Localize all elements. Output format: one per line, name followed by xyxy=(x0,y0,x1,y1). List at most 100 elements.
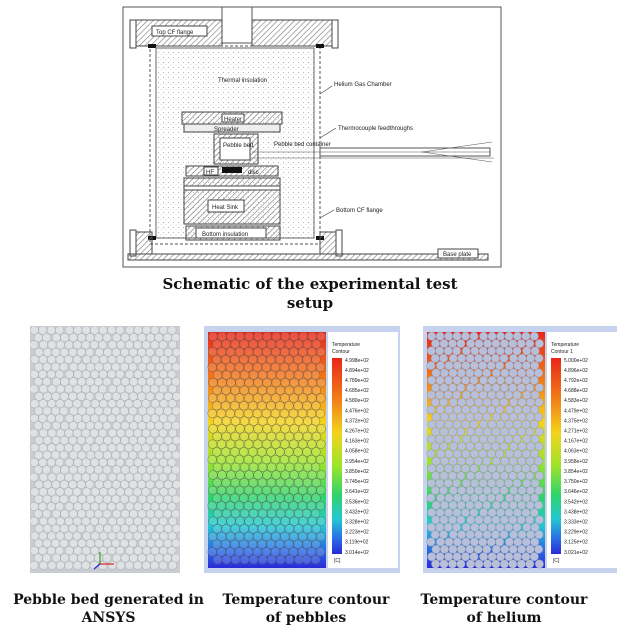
pebble xyxy=(516,427,526,437)
pebble xyxy=(56,340,65,350)
pebble xyxy=(120,436,130,445)
pebble xyxy=(146,333,155,343)
pebble xyxy=(280,439,290,449)
pebble xyxy=(77,553,86,563)
pebble xyxy=(244,439,254,449)
pebble xyxy=(47,384,57,394)
pebble xyxy=(163,450,173,460)
pebble xyxy=(151,531,160,541)
pebble xyxy=(90,546,100,556)
pebble xyxy=(448,442,458,451)
pebble xyxy=(439,442,449,451)
pebble xyxy=(72,531,82,541)
pebble xyxy=(435,420,445,429)
pebble xyxy=(51,392,61,401)
pebble xyxy=(316,439,326,449)
pebble xyxy=(444,493,454,503)
pebble xyxy=(151,355,160,364)
pebble xyxy=(491,486,500,495)
pebble xyxy=(59,436,69,445)
pebble xyxy=(137,480,147,489)
pebble xyxy=(168,340,178,350)
pebble xyxy=(141,487,151,497)
legend-value: 3.954e+02 xyxy=(345,459,369,465)
pebble xyxy=(288,362,299,372)
pebble xyxy=(487,552,497,562)
pebble xyxy=(262,470,272,480)
pebble xyxy=(129,333,139,343)
pebble xyxy=(276,508,286,519)
legend-value: 4.685e+02 xyxy=(345,388,369,394)
pebble xyxy=(512,522,522,532)
pebble xyxy=(60,333,70,343)
pebble xyxy=(42,421,52,431)
pebble xyxy=(226,516,236,526)
pebble xyxy=(107,369,117,379)
pebble xyxy=(453,361,462,370)
pebble xyxy=(217,470,227,480)
pebble xyxy=(77,406,87,416)
pebble xyxy=(76,480,86,489)
pebble xyxy=(499,442,509,451)
pebble xyxy=(51,494,60,504)
pebble xyxy=(137,436,147,445)
pebble xyxy=(509,397,519,407)
pebble xyxy=(499,397,509,407)
legend-value: 3.014e+02 xyxy=(345,550,369,556)
pebble xyxy=(141,516,151,526)
pebble xyxy=(310,416,321,426)
pebble xyxy=(68,377,78,387)
pebble xyxy=(103,480,113,489)
pebble xyxy=(55,458,65,467)
pebble xyxy=(293,539,303,549)
pebble xyxy=(133,458,143,467)
pebble xyxy=(244,347,254,357)
pebble xyxy=(257,385,267,395)
pebble xyxy=(124,428,134,438)
pebble xyxy=(221,524,231,534)
pebble xyxy=(495,449,505,459)
pebble xyxy=(225,455,235,465)
pebble xyxy=(243,501,253,511)
pebble xyxy=(248,339,258,349)
pebble xyxy=(231,416,241,426)
legend-title: Temperature xyxy=(332,342,360,348)
pebble xyxy=(42,494,52,504)
pebble xyxy=(128,392,138,401)
pebble xyxy=(253,439,263,449)
pebble xyxy=(508,339,518,349)
pebble xyxy=(163,494,173,504)
pebble xyxy=(59,347,69,357)
pebble xyxy=(94,421,103,431)
pebble xyxy=(252,455,262,465)
pebble xyxy=(90,531,100,541)
pebble xyxy=(306,501,317,511)
pebble xyxy=(535,515,544,525)
pebble xyxy=(430,530,440,540)
pebble xyxy=(82,355,91,364)
pebble xyxy=(98,472,108,482)
pebble xyxy=(495,537,505,547)
pebble xyxy=(137,421,147,431)
pebble xyxy=(243,362,253,372)
pebble xyxy=(111,436,121,445)
pebble xyxy=(42,450,52,460)
pebble xyxy=(302,524,313,534)
pebble xyxy=(430,397,440,407)
pebble xyxy=(253,516,263,526)
pebble xyxy=(244,516,254,526)
pebble xyxy=(275,401,285,411)
legend-value: 3.536e+02 xyxy=(345,499,369,505)
pebble xyxy=(133,472,143,482)
pebble xyxy=(154,538,164,548)
pebble xyxy=(221,447,231,457)
pebble xyxy=(504,420,514,429)
pebble xyxy=(448,515,457,525)
pebble xyxy=(431,412,441,422)
pebble xyxy=(150,472,160,482)
pebble xyxy=(444,537,454,547)
pebble xyxy=(216,547,226,557)
pebble xyxy=(216,455,226,465)
pebble xyxy=(154,450,164,460)
pebble xyxy=(513,508,522,518)
